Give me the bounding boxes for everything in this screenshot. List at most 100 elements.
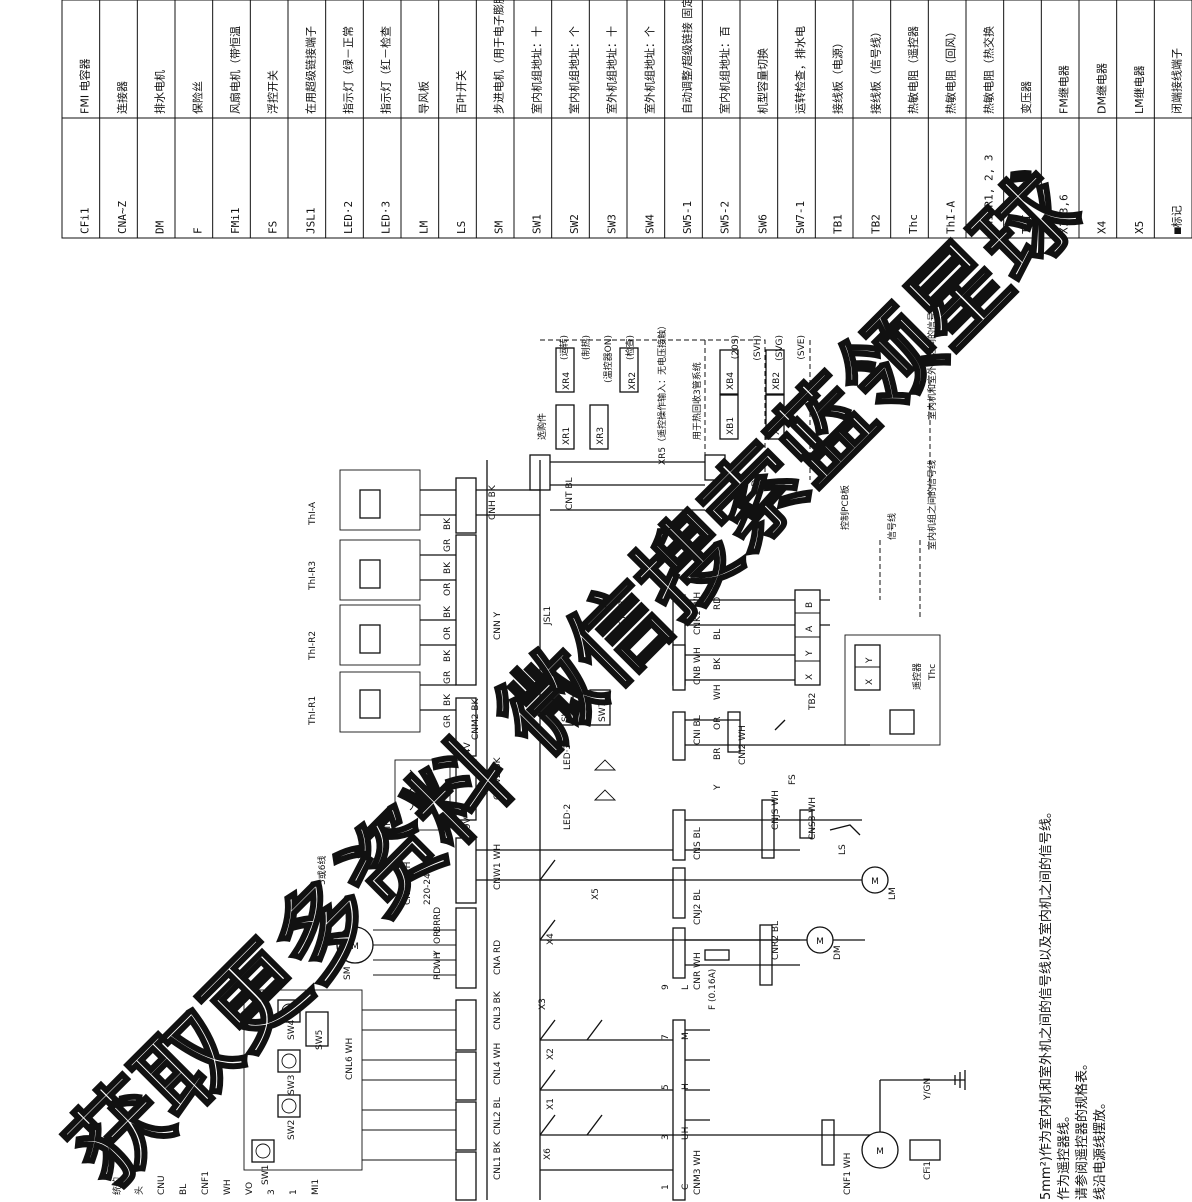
legend-desc-1: 连接器 — [116, 81, 129, 114]
label-misc-wire-0: RD — [713, 597, 723, 610]
label-cnn-wire-8: BK — [443, 693, 453, 706]
label-signal2: 室内机组之间的信号线 — [926, 460, 938, 550]
legend-desc-15: 室外机组地址：个 — [642, 26, 656, 114]
thermistor-thi-r3 — [359, 559, 381, 589]
label-x4: X4 — [546, 933, 556, 945]
terminal-tb2 — [794, 589, 941, 746]
legend-code-29: ■标记 — [1170, 205, 1184, 234]
label-xr-note-2: (温控器ON) — [602, 335, 614, 383]
legend-code-13: SW2 — [568, 214, 581, 234]
legend-code-12: SW1 — [530, 214, 543, 234]
label-sw6: SW6 — [561, 701, 571, 722]
legend-desc-10: 百叶开关 — [454, 70, 468, 114]
label-relay-num-4: 9 — [661, 984, 671, 990]
label-cnm3: CNM3 WH — [693, 1150, 703, 1195]
cut-label-0: 统的 — [111, 1177, 123, 1195]
label-xb-note-1: (SVH) — [753, 335, 763, 361]
legend-code-21: TB2 — [869, 214, 882, 234]
label-cnh: CNH BK — [488, 484, 498, 520]
label-cnn-wire-3: OR — [443, 583, 453, 596]
label-fuse: F (0.16A) — [708, 969, 718, 1010]
label-xb-note: 用于热回收3管系统 — [691, 362, 703, 440]
connector-cnl4-strip — [455, 1051, 477, 1101]
legend-code-9: LM — [417, 220, 430, 234]
label-cnt2: CNT2 RD — [751, 480, 761, 520]
label-cnn-wire-6: BK — [443, 649, 453, 662]
motors: M M M — [806, 866, 966, 1169]
label-v24: 24V — [463, 742, 473, 760]
connector-cns3-strip — [799, 809, 813, 839]
label-misc-wire-5: BR — [713, 748, 723, 760]
connector-cnf1-strip — [821, 1119, 835, 1166]
label-cni2: CNI2 WH — [738, 725, 748, 765]
legend-desc-12: 室内机组地址：十 — [529, 26, 543, 114]
fuse-f — [704, 949, 730, 961]
label-x5: X5 — [591, 888, 601, 900]
note-line-3: 线沿电源线摆放。 — [1093, 1096, 1108, 1200]
connector-cnm3-strip — [672, 1019, 686, 1201]
svg-text:M: M — [351, 942, 359, 952]
label-cna-wire-1: BR — [433, 920, 443, 932]
legend-desc-22: 热敏电阻（遥控器 — [906, 26, 920, 114]
label-xr5: XR5（遥控操作输入：无电压接触） — [656, 321, 668, 465]
label-xr-note-3: (检查) — [624, 335, 636, 360]
motor-lm — [861, 866, 889, 894]
label-thi-r3: ThI-R3 — [308, 561, 318, 591]
label-relay-term-4: L — [681, 985, 691, 990]
label-jsl1: JSL1 — [543, 606, 553, 626]
legend-code-20: TB1 — [832, 214, 845, 234]
label-tri: TrI — [383, 819, 393, 831]
thermistor-thi-r2 — [359, 624, 381, 654]
label-xr3: XR3 — [596, 427, 606, 445]
label-pcb: 控制PCB板 — [839, 485, 851, 530]
switch-box — [243, 989, 456, 1171]
sw7-switch — [589, 689, 611, 726]
label-xb-note-2: (SVG) — [775, 335, 785, 361]
legend-desc-7: 指示灯（绿－正常 — [341, 26, 355, 114]
label-signal3: 室内机和室外机之间的信号线 — [926, 303, 938, 420]
label-misc-wire-3: WH — [713, 684, 723, 700]
legend-desc-26: FM继电器 — [1058, 65, 1071, 114]
label-x1: X1 — [546, 1098, 556, 1110]
label-lm: LM — [888, 887, 898, 900]
label-sw5: SW5 — [315, 1030, 325, 1050]
legend-code-19: SW7-1 — [794, 201, 807, 234]
thermistor-thi-a — [359, 489, 381, 519]
label-sw4: SW4 — [287, 1019, 297, 1040]
label-cnn-wire-4: BK — [443, 605, 453, 618]
legend-code-15: SW4 — [643, 214, 656, 234]
svg-text:M: M — [871, 877, 879, 887]
label-relay-num-3: 7 — [661, 1034, 671, 1040]
label-cnm2: CNM2 BK — [471, 697, 481, 740]
label-cna-wire-0: RD — [433, 907, 443, 920]
sw6-switch — [552, 689, 574, 726]
thermistors — [339, 469, 456, 733]
label-cnn-wire-2: BK — [443, 561, 453, 574]
cut-label-8: 1 — [289, 1189, 299, 1195]
legend-code-18: SW6 — [756, 214, 769, 234]
label-xr-note-0: (运转) — [558, 335, 570, 360]
label-cnr2: CNR2 BL — [771, 921, 781, 960]
label-cnl1: CNL1 BK — [493, 1140, 503, 1180]
relays — [539, 859, 603, 1136]
label-xb3: XB3 — [772, 417, 782, 435]
label-xr-note-1: (制热) — [580, 335, 592, 360]
label-tb2-term-1: Y — [805, 650, 815, 657]
connector-cnb-strip — [672, 644, 686, 691]
label-tb2-term-3: B — [805, 602, 815, 608]
sw2-dial — [277, 1094, 301, 1118]
connector-cnw1-strip — [455, 837, 477, 904]
led-2-icon — [593, 789, 617, 801]
legend-code-24: ThI-R1, 2, 3 — [982, 155, 995, 234]
ls-switch-icon — [829, 824, 861, 836]
sw4-dial — [277, 999, 301, 1023]
label-cnl2: CNL2 BL — [493, 1097, 503, 1135]
label-cnn-wire-9: GR — [443, 715, 453, 728]
connector-cnl1-strip — [455, 1151, 477, 1201]
label-xb4: XB4 — [726, 372, 736, 390]
label-dm: DM — [833, 945, 843, 960]
sw3-dial — [277, 1049, 301, 1073]
legend-desc-9: 导风板 — [416, 81, 430, 114]
led-3-icon — [593, 759, 617, 771]
connector-cni-strip — [672, 711, 686, 761]
